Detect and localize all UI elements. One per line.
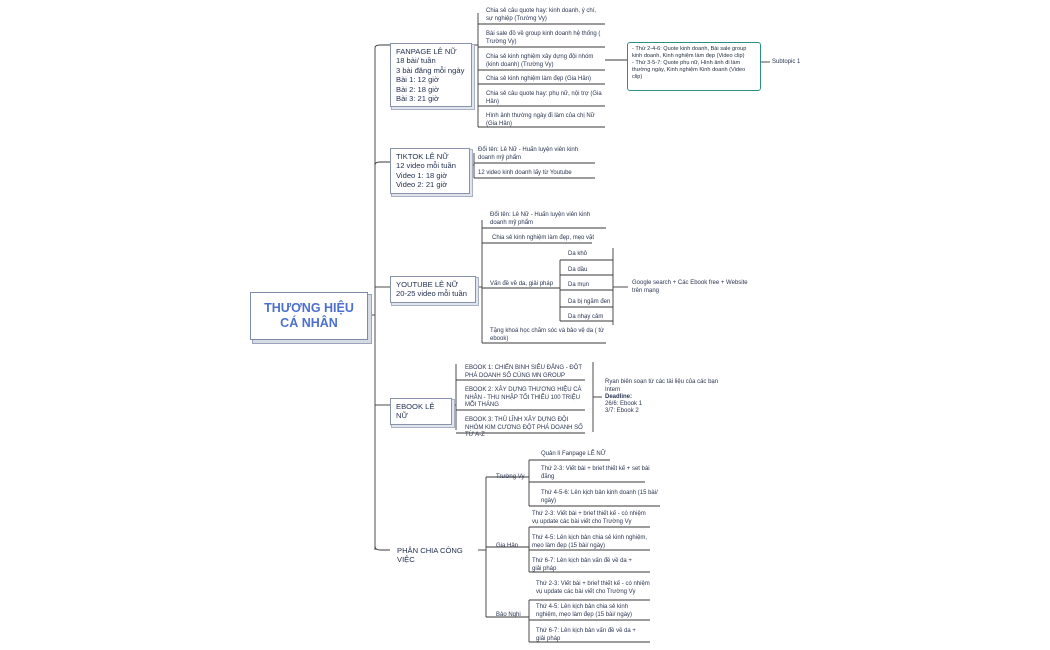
fanpage-item: Chia sẻ kinh nghiệm làm đẹp (Gia Hân) (486, 76, 592, 82)
topic-fanpage[interactable]: FANPAGE LÊ NỮ 18 bài/ tuần 3 bài đăng mỗ… (390, 43, 472, 108)
youtube-item: Chia sẻ kinh nghiệm làm đẹp, mẹo vặt (492, 235, 595, 241)
youtube-item-skin: Vấn đề về da, giải pháp (490, 281, 554, 287)
root-topic[interactable]: THƯƠNG HIỆU CÁ NHÂN (250, 292, 368, 340)
skin-type: Da bị ngăm đen (568, 299, 611, 305)
ebook-item: EBOOK 3: THỦ LĨNH XÂY DỰNG ĐỘI NHÓM KIM … (465, 417, 583, 438)
subtopic-label: Subtopic 1 (772, 59, 801, 65)
topic-division[interactable]: PHÂN CHIA CÔNG VIỆC (397, 546, 463, 565)
tiktok-item: Đổi tên: Lê Nữ - Huấn luyện viên kinh do… (478, 147, 579, 161)
topic-youtube[interactable]: YOUTUBE LÊ NỮ 20-25 video mỗi tuần (390, 276, 476, 303)
task-item: Thứ 4-5: Lên kịch bản chia sẻ kinh nghiệ… (536, 604, 633, 618)
fanpage-item: Bài sale đồ về group kinh doanh hệ thống… (486, 31, 601, 45)
ebook-note-line: 3/7: Ebook 2 (605, 408, 639, 414)
person-name: Gia Hân (496, 543, 519, 549)
topic-tiktok[interactable]: TIKTOK LÊ NỮ 12 video mỗi tuần Video 1: … (390, 148, 470, 194)
root-title: THƯƠNG HIỆU CÁ NHÂN (264, 301, 354, 330)
youtube-item: Tặng khoá học chăm sóc và bảo vệ da ( từ… (490, 328, 605, 342)
topic-ebook[interactable]: EBOOK LÊ NỮ (390, 398, 452, 425)
fanpage-item: Chia sẻ kinh nghiệm xây dựng đội nhóm (k… (486, 54, 594, 68)
skin-type: Da khô (568, 251, 588, 257)
task-item: Thứ 2-3: Viết bài + brief thiết kế - có … (532, 511, 646, 525)
task-item: Thứ 2-3: Viết bài + brief thiết kế + set… (541, 466, 650, 480)
ebook-note-line: Deadline: (605, 394, 633, 400)
skin-type: Da mụn (568, 282, 590, 288)
youtube-item: Đổi tên: Lê Nữ - Huấn luyện viên kinh do… (490, 212, 591, 226)
fanpage-item: Hình ảnh thường ngày đi làm của chị Nữ (… (486, 113, 595, 127)
task-item: Quản lí Fanpage LÊ NỮ (541, 451, 606, 457)
skin-type: Da nhạy cảm (568, 314, 604, 320)
task-item: Thứ 4-5-6: Lên kịch bản kinh doanh (15 b… (541, 490, 658, 504)
tiktok-item: 12 video kinh doanh lấy từ Youtube (478, 170, 572, 176)
ebook-note-line: 26/6: Ebook 1 (605, 401, 643, 407)
fanpage-schedule-note[interactable]: - Thứ 2-4-6: Quote kinh doanh, Bài sale … (627, 42, 761, 91)
person-name: Trường Vy (496, 474, 525, 480)
ebook-note-line: Ryan biên soạn từ các tài liệu của các b… (605, 379, 719, 393)
fanpage-item: Chia sẻ câu quote hay: kinh doanh, ý chí… (486, 8, 597, 22)
skin-type: Da dầu (568, 267, 588, 273)
task-item: Thứ 4-5: Lên kịch bản chia sẻ kinh nghiệ… (532, 535, 648, 549)
ebook-item: EBOOK 2: XÂY DỰNG THƯƠNG HIỆU CÁ NHÂN - … (465, 387, 582, 408)
task-item: Thứ 6-7: Lên kịch bản vấn đề về da + giả… (536, 628, 636, 642)
task-item: Thứ 6-7: Lên kịch bản vấn đề về da + giả… (532, 558, 632, 572)
skin-source-note: Google search + Các Ebook free + Website… (632, 280, 748, 294)
ebook-item: EBOOK 1: CHIẾN BINH SIÊU ĐẲNG - ĐỘT PHÁ … (465, 365, 582, 379)
task-item: Thứ 2-3: Viết bài + brief thiết kế - có … (536, 581, 650, 595)
person-name: Bảo Nghi (496, 612, 521, 618)
fanpage-item: Chia sẻ câu quote hay: phụ nữ, nội trợ (… (486, 91, 602, 105)
